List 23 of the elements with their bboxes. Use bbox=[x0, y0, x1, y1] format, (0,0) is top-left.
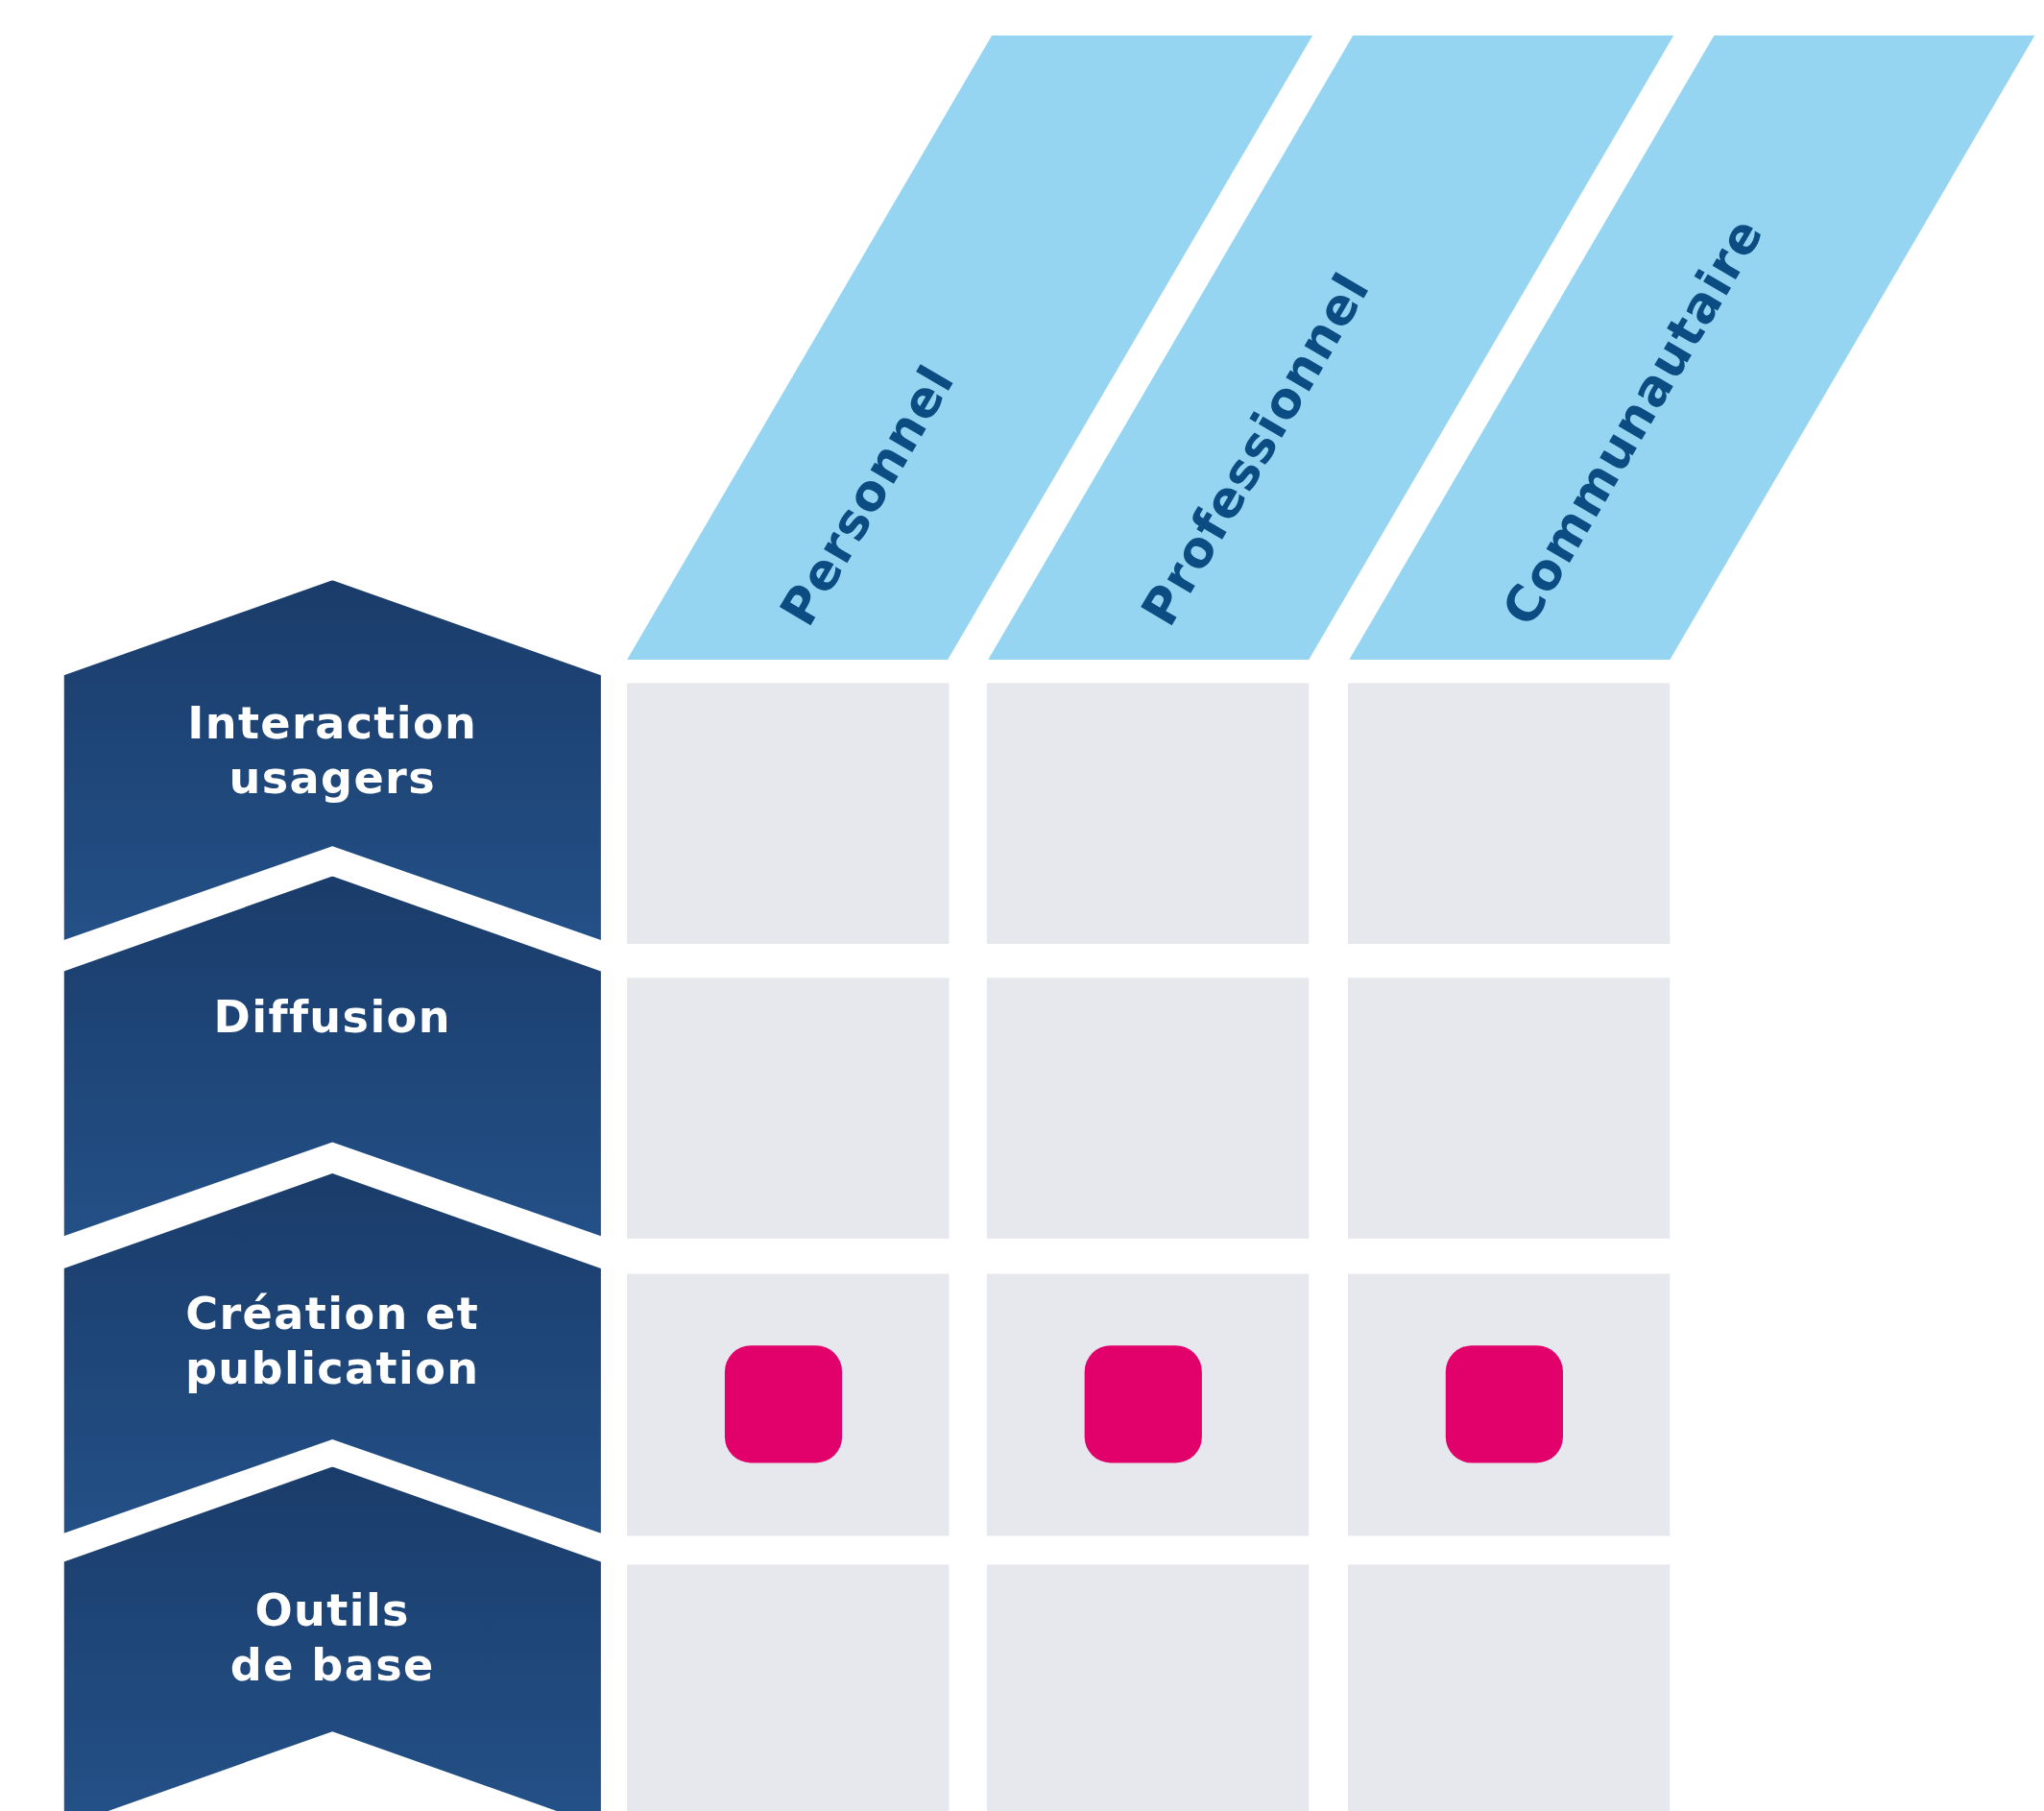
row-header-band bbox=[63, 1466, 601, 1811]
matrix-cell bbox=[1347, 978, 1671, 1239]
marker-square bbox=[724, 1345, 843, 1463]
row-label: Création et publication bbox=[183, 1286, 481, 1395]
row-header-band bbox=[63, 1173, 601, 1533]
matrix-cell bbox=[1347, 1273, 1671, 1536]
row-label: Diffusion bbox=[212, 989, 452, 1045]
marker-square bbox=[1445, 1345, 1563, 1463]
row-header-band bbox=[63, 580, 601, 940]
matrix-cell bbox=[986, 978, 1310, 1239]
matrix-cell bbox=[986, 683, 1310, 945]
row-header-band bbox=[63, 876, 601, 1237]
matrix-cell bbox=[1347, 1564, 1671, 1811]
row-label: Interaction usagers bbox=[186, 695, 479, 805]
matrix-cell bbox=[1347, 683, 1671, 945]
matrix-cell bbox=[627, 978, 950, 1239]
matrix-cell bbox=[986, 1273, 1310, 1536]
row-label: Outils de base bbox=[228, 1582, 436, 1693]
matrix-cell bbox=[627, 683, 950, 945]
matrix-cell bbox=[627, 1564, 950, 1811]
matrix-cell bbox=[986, 1564, 1310, 1811]
marker-square bbox=[1084, 1345, 1202, 1463]
matrix-cell bbox=[627, 1273, 950, 1536]
